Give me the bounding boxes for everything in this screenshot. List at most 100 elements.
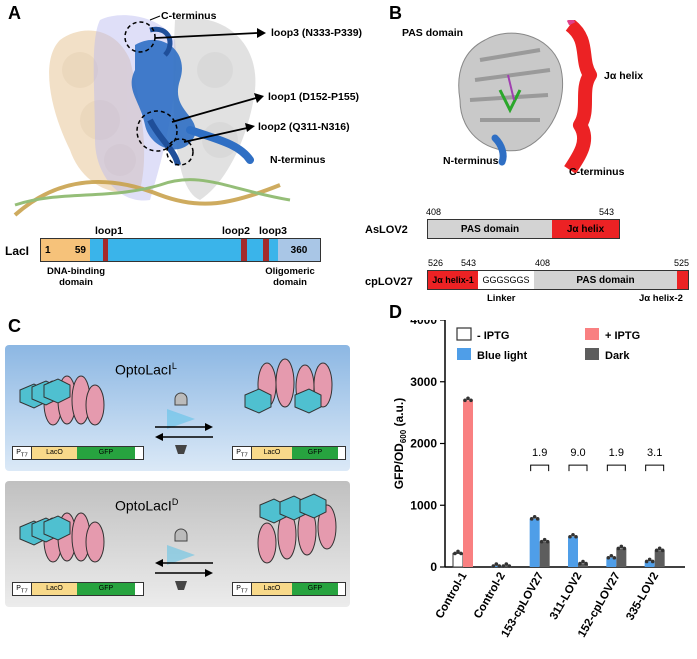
a-c-terminus-label: C-terminus	[161, 10, 217, 22]
data-point	[545, 539, 550, 544]
core-segment	[90, 239, 278, 261]
x-tick-label: 311-LOV2	[548, 571, 585, 622]
opto-l-left-complex	[19, 375, 105, 426]
aslov2-pas: PAS domain	[428, 220, 552, 238]
panel-a-structure	[13, 15, 291, 217]
bar	[568, 536, 578, 567]
laco-box: LacO	[32, 447, 77, 459]
opto-d-left-complex	[19, 512, 105, 563]
bar	[578, 563, 588, 567]
data-point	[609, 553, 614, 558]
data-point	[657, 546, 662, 551]
tan-subunit	[49, 30, 145, 193]
panel-c-letter: C	[8, 316, 21, 336]
bar	[491, 566, 502, 568]
b-c-terminus-label: C-terminus	[569, 166, 625, 178]
y-tick-label: 3000	[410, 375, 437, 389]
bar	[644, 561, 655, 567]
ratio-bracket	[606, 464, 626, 472]
a-loop3-label: loop3 (N333-P339)	[271, 27, 363, 39]
promoter-box: PT7	[13, 447, 32, 459]
panel-d-letter: D	[389, 302, 402, 322]
data-point	[497, 564, 502, 568]
a-loop1-label: loop1 (D152-P155)	[268, 91, 360, 103]
cplov27-543: 543	[461, 258, 477, 268]
data-point	[644, 559, 649, 564]
opto-d-left-dna: PT7 LacO GFP	[12, 582, 144, 596]
data-point	[612, 555, 617, 560]
ratio-bracket	[568, 464, 588, 472]
legend-label: + IPTG	[605, 330, 640, 342]
data-point	[463, 398, 467, 403]
data-point	[539, 539, 544, 544]
ratio-bracket	[645, 464, 665, 472]
aslov2-bar: PAS domain Jα helix	[427, 219, 620, 239]
data-point	[504, 562, 509, 566]
x-tick-label: 152-cpLOV27	[576, 571, 623, 640]
data-point	[647, 557, 652, 562]
oligomeric-label: Oligomeric domain	[265, 266, 315, 288]
laci-pos-59: 59	[74, 244, 86, 256]
gfp-box: GFP	[77, 447, 135, 459]
opto-l-arrows	[155, 392, 213, 454]
aslov2-ja: Jα helix	[552, 220, 619, 238]
b-pas-label: PAS domain	[402, 27, 464, 39]
data-point	[535, 517, 540, 521]
cplov27-526: 526	[428, 258, 444, 268]
panel-b-letter: B	[389, 3, 402, 23]
data-point	[584, 561, 588, 566]
opto-l-left-dna: PT7 LacO GFP	[12, 446, 144, 460]
opto-d-right-dna: PT7 LacO GFP	[232, 582, 346, 596]
cplov27-525: 525	[674, 258, 690, 268]
bar	[452, 552, 464, 568]
dna-binding-label: DNA-binding domain	[46, 266, 106, 288]
data-point	[568, 534, 572, 539]
data-point	[581, 559, 585, 564]
b-n-terminus-label: N-terminus	[443, 155, 499, 167]
legend-swatch	[457, 348, 471, 360]
cplov27-ja2	[677, 271, 688, 289]
gfp-box: GFP	[77, 583, 135, 595]
dna	[13, 178, 291, 217]
oligomeric-segment: 360	[278, 239, 320, 261]
opto-d-title: OptoLacID	[115, 497, 179, 514]
data-point	[542, 537, 547, 542]
laci-loop2-label: loop2	[222, 225, 250, 237]
data-point	[453, 551, 457, 556]
legend-swatch	[456, 327, 472, 341]
data-point	[650, 559, 655, 564]
b-ja-label: Jα helix	[604, 70, 644, 82]
laci-label: LacI	[5, 244, 30, 258]
data-point	[616, 546, 621, 551]
cplov27-ja2-label: Jα helix-2	[639, 293, 683, 304]
data-point	[507, 564, 512, 568]
loop3-arrow	[154, 32, 258, 39]
data-point	[606, 555, 611, 560]
laci-loop1-label: loop1	[95, 225, 123, 237]
laci-pos-360: 360	[290, 244, 308, 256]
laco-box: LacO	[252, 583, 292, 595]
data-point	[459, 551, 463, 556]
loop1-circle	[136, 110, 178, 152]
opto-d-right-complex	[257, 493, 337, 564]
ratio-label: 9.0	[570, 447, 585, 459]
loop3-marker	[263, 239, 269, 261]
loop2-circle	[166, 138, 194, 166]
ratio-label: 1.9	[609, 447, 624, 459]
panel-b-structure	[458, 20, 597, 174]
data-point	[660, 548, 665, 553]
loop2-marker	[241, 239, 247, 261]
data-point	[456, 549, 460, 554]
a-loop2-label: loop2 (Q311-N316)	[258, 121, 350, 133]
y-tick-label: 2000	[410, 437, 437, 451]
data-point	[574, 534, 578, 539]
legend-label: - IPTG	[477, 330, 509, 342]
data-point	[494, 562, 499, 566]
c-terminus-pointer	[149, 15, 161, 21]
loop2-arrow	[183, 127, 248, 143]
y-tick-label: 4000	[410, 320, 437, 327]
cplov27-label: cpLOV27	[365, 276, 413, 288]
